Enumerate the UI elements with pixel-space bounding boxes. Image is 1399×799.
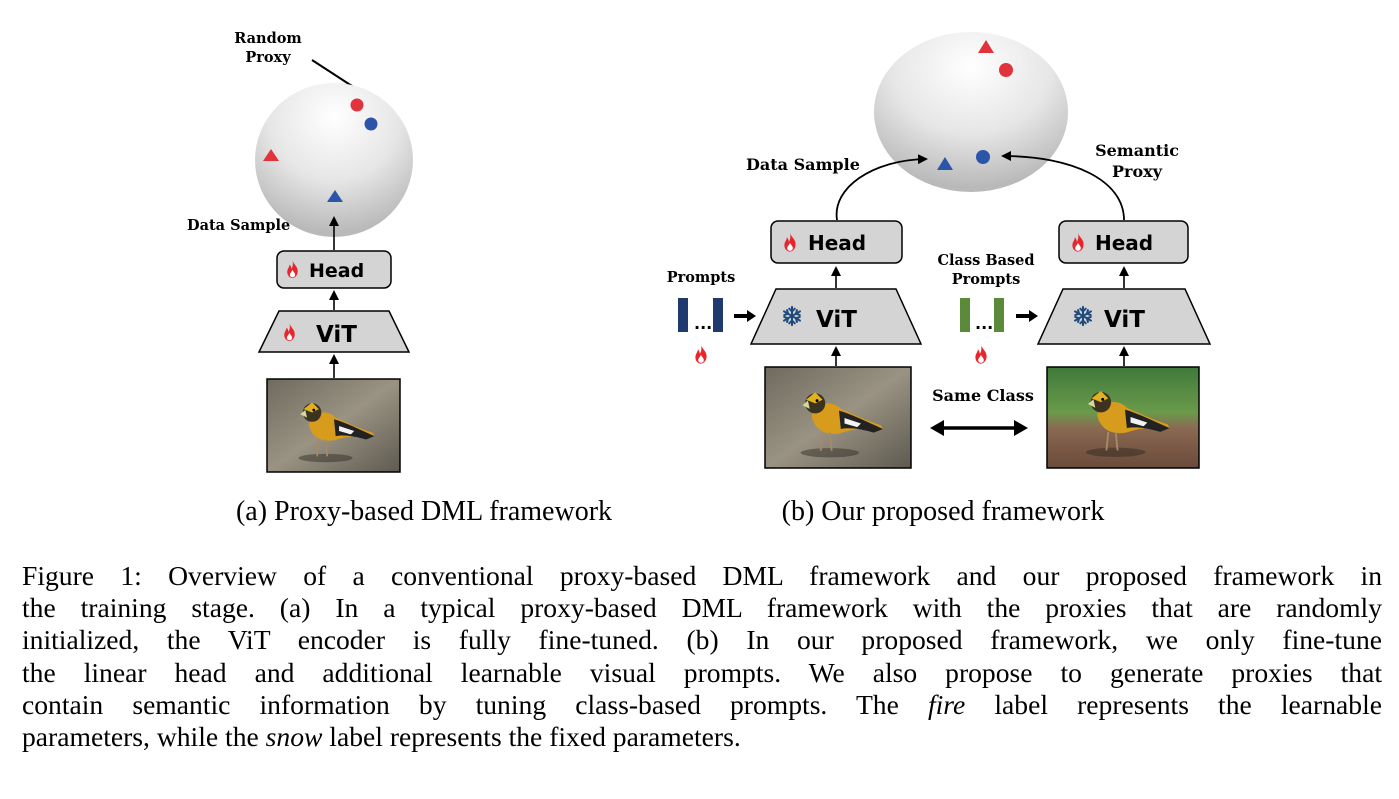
head-box-b-right — [1058, 220, 1189, 264]
blue-proxy-circle-a — [364, 117, 378, 131]
semantic-proxy-label-line1: Semantic — [1095, 141, 1179, 160]
bird-image-b-left — [764, 366, 912, 469]
random-proxy-label-line2: Proxy — [245, 49, 291, 66]
head-label-b-right: Head — [1095, 231, 1153, 255]
panel-a: Random Proxy Data Sample Head ViT (a) Pr… — [187, 30, 612, 527]
caption-line-6: parameters, while the snow label represe… — [22, 721, 741, 753]
subcaption-b: (b) Our proposed framework — [782, 496, 1105, 527]
head-to-sample-curve-arrow — [835, 154, 928, 221]
caption-line-2: the training stage. (a) In a typical pro… — [22, 592, 1382, 624]
data-sample-label-b: Data Sample — [746, 155, 860, 174]
snow-term: snow — [265, 721, 323, 753]
head-label-b-left: Head — [808, 231, 866, 255]
embedding-sphere-b — [874, 32, 1068, 192]
class-prompts-tokens: ... — [960, 298, 1004, 333]
caption-line-3: initialized, the ViT encoder is fully fi… — [22, 624, 1382, 656]
random-proxy-label-line1: Random — [234, 30, 302, 47]
red-proxy-circle-a — [350, 98, 364, 112]
caption-line-1: Figure 1: Overview of a conventional pro… — [22, 560, 1382, 591]
red-sample-triangle-b — [978, 40, 994, 53]
blue-sample-triangle-a — [327, 190, 343, 202]
svg-text:...: ... — [694, 314, 712, 333]
red-proxy-circle-b — [999, 63, 1013, 77]
learnable-prompts-tokens: ... — [678, 298, 723, 333]
prompts-label: Prompts — [667, 269, 736, 286]
vit-label-b-right: ViT — [1104, 307, 1145, 333]
fire-icon — [695, 344, 707, 364]
vit-trapezoid-a — [257, 310, 411, 353]
head-label-a: Head — [309, 260, 364, 282]
red-sample-triangle-a — [263, 149, 279, 161]
head-box-a — [276, 250, 392, 289]
caption-line-4: the linear head and additional learnable… — [22, 656, 1382, 688]
class-prompts-label-line1: Class Based — [938, 252, 1035, 269]
fire-term: fire — [927, 688, 966, 720]
head-to-proxy-curve-arrow — [1001, 151, 1125, 221]
head-box-b-left — [770, 220, 903, 264]
blue-sample-triangle-b — [937, 157, 953, 170]
vit-label-b-left: ViT — [816, 307, 857, 333]
figure-caption: Figure 1: Overview of a conventional pro… — [22, 560, 1382, 753]
class-prompts-label-line2: Prompts — [952, 271, 1021, 288]
vit-label-a: ViT — [316, 322, 357, 348]
fire-icon — [975, 344, 987, 364]
svg-text:...: ... — [975, 314, 993, 333]
data-sample-label-a: Data Sample — [187, 217, 290, 234]
subcaption-a: (a) Proxy-based DML framework — [236, 496, 612, 527]
vit-trapezoid-b-left — [749, 288, 923, 345]
same-class-label: Same Class — [932, 386, 1034, 405]
panel-b: Data Sample Semantic Proxy Head ViT Prom… — [667, 32, 1212, 527]
caption-line-5: contain semantic information by tuning c… — [22, 688, 1382, 720]
vit-trapezoid-b-right — [1036, 288, 1212, 345]
same-class-double-arrow — [930, 420, 1028, 436]
embedding-sphere-a — [255, 83, 413, 237]
blue-proxy-circle-b — [976, 150, 990, 164]
figure-diagram: Random Proxy Data Sample Head ViT (a) Pr… — [187, 30, 1212, 527]
bird-image-a — [266, 378, 401, 473]
semantic-proxy-label-line2: Proxy — [1112, 162, 1163, 181]
bird-image-b-right — [1046, 366, 1200, 469]
